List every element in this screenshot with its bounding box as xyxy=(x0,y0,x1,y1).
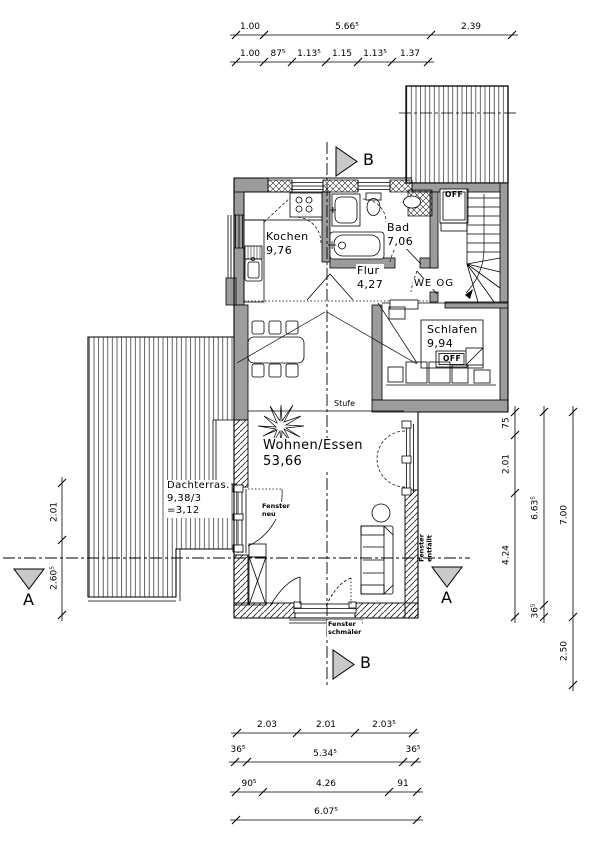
dimension-lines xyxy=(57,30,578,825)
flur-name: Flur xyxy=(357,264,380,277)
sofa xyxy=(360,525,394,595)
dim-top2-1: 1.00 xyxy=(239,49,261,59)
dim-top2-6: 1.37 xyxy=(399,49,421,59)
dim-b2-1: 36⁵ xyxy=(230,745,246,755)
dim-top1-3: 2.39 xyxy=(460,22,482,32)
we-og-label: WE OG xyxy=(413,278,456,289)
section-marker-a-left xyxy=(13,568,45,590)
marker-b-top-label: B xyxy=(363,150,374,169)
dachterrasse-result: =3,12 xyxy=(167,505,200,516)
dim-b3-2: 4.26 xyxy=(315,779,337,789)
room-label-dachterrasse: Dachterras. 9,38/3 =3,12 xyxy=(166,480,231,518)
dim-top2-4: 1.15 xyxy=(331,49,353,59)
dim-b1-3: 2.03⁵ xyxy=(372,720,396,730)
dim-r3-2: 2.50 xyxy=(559,640,570,662)
dim-b1-1: 2.03 xyxy=(256,720,278,730)
dim-r2-2: 36⁵ xyxy=(530,603,541,619)
pendant-circle xyxy=(371,503,391,523)
bad-area: 7,06 xyxy=(387,234,414,248)
east-door-swings xyxy=(376,430,406,488)
kochen-area: 9,76 xyxy=(266,243,293,257)
stufe-label: Stufe xyxy=(333,399,357,408)
dining-set xyxy=(247,320,305,378)
room-label-kochen: Kochen 9,76 xyxy=(265,230,310,258)
roof-slope-lines xyxy=(236,311,418,365)
fenster-schmaeler-label: Fenster schmäler xyxy=(327,620,363,637)
bath-fixtures xyxy=(328,192,421,260)
terrace-hatch xyxy=(87,336,237,602)
fenster-neu-1: Fenster xyxy=(262,502,290,510)
terrace-door-swing xyxy=(247,488,283,547)
stairs xyxy=(439,188,501,303)
kochen-name: Kochen xyxy=(266,230,309,243)
section-marker-b-bottom xyxy=(332,649,355,680)
shelf-cabinet xyxy=(248,543,267,606)
dim-b2-2: 5.34⁵ xyxy=(313,749,337,759)
dim-top2-2: 87⁵ xyxy=(270,49,286,59)
flur-area: 4,27 xyxy=(357,277,384,291)
off-label-stair: OFF xyxy=(445,190,464,199)
bedroom-furniture xyxy=(377,302,496,386)
windows xyxy=(227,180,414,553)
schlafen-area: 9,94 xyxy=(427,336,454,350)
dim-r2-1: 6.63⁵ xyxy=(530,496,541,520)
fenster-neu-2: neu xyxy=(262,510,276,519)
schlafen-name: Schlafen xyxy=(427,323,478,336)
french-door xyxy=(269,576,363,624)
dim-b1-2: 2.01 xyxy=(315,720,337,730)
dim-r1-2: 2.01 xyxy=(501,453,512,475)
dim-b4-1: 6.07⁵ xyxy=(314,807,338,817)
off-label-schlafen: OFF xyxy=(443,354,462,363)
fenster-entfaellt-2: entfällt xyxy=(426,534,434,562)
room-label-bad: Bad 7,06 xyxy=(386,221,415,249)
dim-b3-1: 90⁵ xyxy=(241,779,257,789)
marker-b-bottom-label: B xyxy=(360,653,371,672)
dim-top1-1: 1.00 xyxy=(239,22,261,32)
dim-b3-3: 91 xyxy=(397,779,409,789)
bad-name: Bad xyxy=(387,221,410,234)
dim-top2-5: 1.13⁵ xyxy=(363,49,387,59)
dim-r1-3: 4.24 xyxy=(501,544,512,566)
dachterrasse-calc: 9,38/3 xyxy=(167,492,202,504)
fenster-neu-label: Fenster neu xyxy=(261,502,291,519)
window-handles xyxy=(232,420,412,553)
section-marker-b-top xyxy=(335,146,358,177)
wohnen-area: 53,66 xyxy=(263,454,303,470)
dachterrasse-name: Dachterras. xyxy=(167,480,230,491)
dim-left-1: 2.01 xyxy=(49,501,60,523)
fenster-schmaeler-1: Fenster xyxy=(328,620,356,628)
fenster-schmaeler-2: schmäler xyxy=(328,628,362,637)
dim-top1-2: 5.66⁵ xyxy=(335,22,359,32)
kitchen-fixtures xyxy=(243,191,323,303)
roof-hatch-top xyxy=(399,85,516,184)
marker-a-left-label: A xyxy=(23,590,34,609)
room-label-flur: Flur 4,27 xyxy=(356,264,385,292)
dim-top2-3: 1.13⁵ xyxy=(297,49,321,59)
dim-r1-1: 75 xyxy=(501,417,512,429)
marker-a-right-label: A xyxy=(441,588,452,607)
dim-r3-1: 7.00 xyxy=(559,504,570,526)
wohnen-name: Wohnen/Essen xyxy=(263,438,363,453)
section-marker-a-right xyxy=(431,566,463,588)
fenster-entfaellt-label: Fenster entfällt xyxy=(418,533,435,563)
room-label-schlafen: Schlafen 9,94 xyxy=(426,323,479,351)
fenster-entfaellt-1: Fenster xyxy=(417,534,426,562)
dim-left-2: 2.60⁵ xyxy=(49,566,60,590)
room-label-wohnen: Wohnen/Essen 53,66 xyxy=(262,438,364,471)
dim-b2-3: 36⁵ xyxy=(405,745,421,755)
